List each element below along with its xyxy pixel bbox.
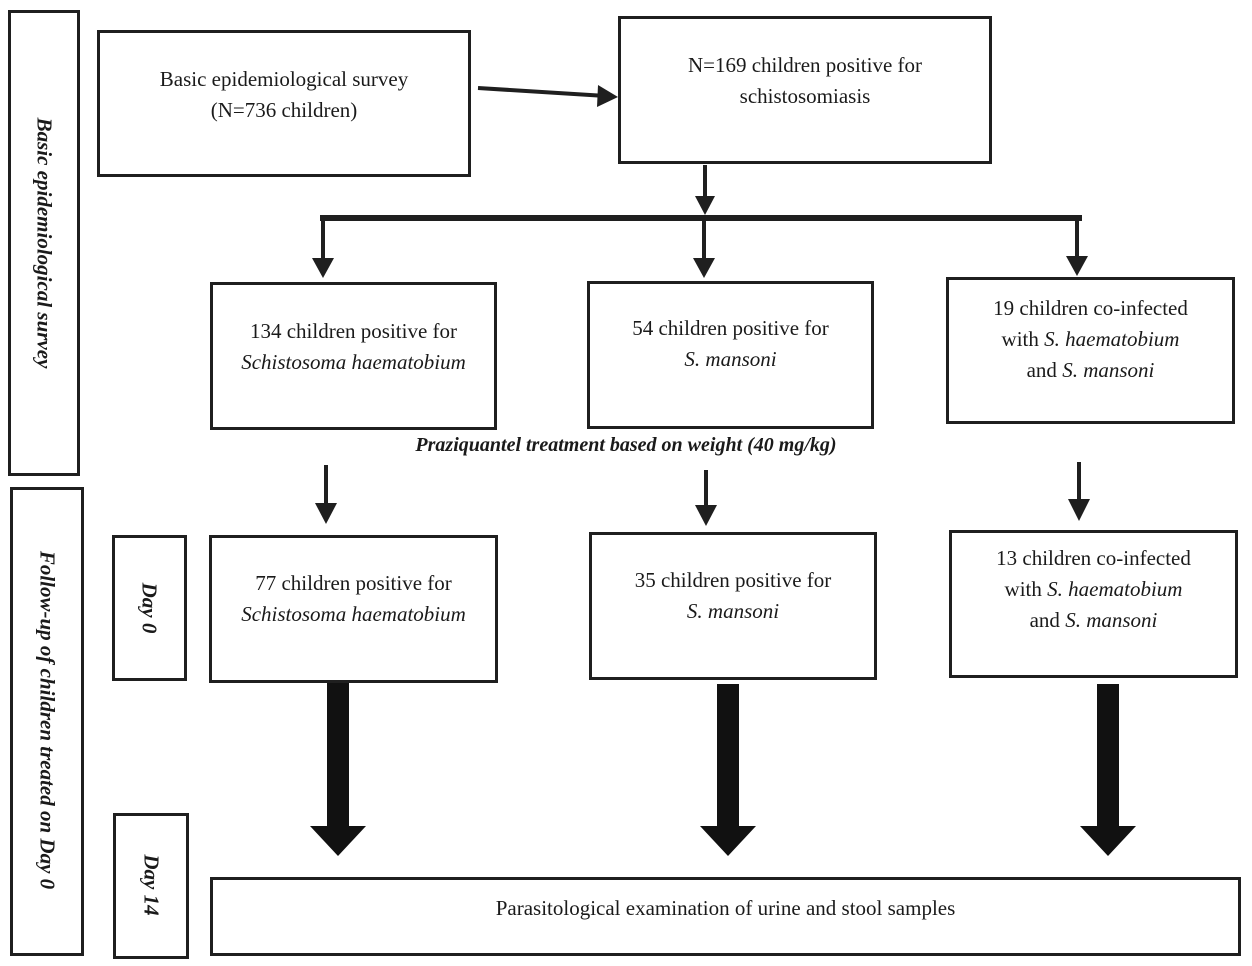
survey-line1: Basic epidemiological survey	[159, 67, 409, 91]
survey-box	[97, 30, 471, 177]
day0-coinfected-line2-pre: with	[1004, 577, 1048, 601]
sidebar-followup-box	[10, 487, 84, 956]
day0-mansoni-box	[589, 532, 877, 680]
baseline-mansoni-text: 54 children positive for S. mansoni	[587, 313, 874, 375]
baseline-coinfected-line3-pre: and	[1026, 358, 1063, 382]
baseline-mansoni-line2: S. mansoni	[684, 347, 777, 371]
day0-haematobium-text: 77 children positive for Schistosoma hae…	[209, 568, 498, 630]
survey-line2: (N=736 children)	[210, 98, 358, 122]
block-arrow-right-shaft	[1097, 684, 1119, 828]
day14-label: Day 14	[139, 854, 164, 916]
baseline-coinfected-line2-pre: with	[1001, 327, 1045, 351]
baseline-haematobium-line2: Schistosoma haematobium	[241, 350, 466, 374]
examination-box	[210, 877, 1241, 956]
day0-coinfected-line3-species: S. mansoni	[1065, 608, 1158, 632]
baseline-mansoni-line1: 54 children positive for	[632, 316, 829, 340]
positive-box	[618, 16, 992, 164]
positive-line2: schistosomiasis	[739, 84, 871, 108]
baseline-mansoni-box	[587, 281, 874, 429]
examination-text: Parasitological examination of urine and…	[495, 896, 956, 920]
day0-haematobium-box	[209, 535, 498, 683]
day0-coinfected-box	[949, 530, 1238, 678]
branch-arrowhead-left	[312, 258, 334, 278]
branch-arrowhead-right	[1066, 256, 1088, 276]
baseline-coinfected-box	[946, 277, 1235, 424]
arrowhead-survey-to-positive	[597, 85, 618, 107]
baseline-haematobium-box	[210, 282, 497, 430]
baseline-coinfected-text: 19 children co-infected with S. haematob…	[946, 293, 1235, 386]
day0-coinfected-text: 13 children co-infected with S. haematob…	[949, 543, 1238, 636]
sidebar-survey-label: Basic epidemiological survey	[32, 117, 57, 369]
block-arrow-left-shaft	[327, 683, 349, 828]
sidebar-survey-box	[8, 10, 80, 476]
survey-text: Basic epidemiological survey (N=736 chil…	[97, 64, 471, 126]
day0-mansoni-line1: 35 children positive for	[634, 568, 832, 592]
sidebar-followup-label: Follow-up of children treated on Day 0	[35, 550, 60, 890]
day0-coinfected-line1: 13 children co-infected	[996, 546, 1191, 570]
baseline-coinfected-line2: with S. haematobium	[946, 324, 1235, 355]
day0-coinfected-line3: and S. mansoni	[949, 605, 1238, 636]
day14-box	[113, 813, 189, 959]
day0-haematobium-line2: Schistosoma haematobium	[241, 602, 466, 626]
block-arrow-middle-head	[700, 826, 756, 856]
block-arrow-right-head	[1080, 826, 1136, 856]
day0-coinfected-line2: with S. haematobium	[949, 574, 1238, 605]
arrow-survey-to-positive	[477, 86, 607, 98]
arrowhead-positive-down	[695, 196, 715, 215]
block-arrow-left-head	[310, 826, 366, 856]
day0-mansoni-text: 35 children positive for S. mansoni	[589, 565, 877, 627]
block-arrow-middle-shaft	[717, 684, 739, 828]
treat-arrowhead-left	[315, 503, 337, 524]
treat-arrowhead-middle	[695, 505, 717, 526]
treatment-label: Praziquantel treatment based on weight (…	[415, 434, 837, 456]
day0-haematobium-line1: 77 children positive for	[255, 571, 452, 595]
baseline-coinfected-line2-species: S. haematobium	[1044, 327, 1180, 351]
positive-text: N=169 children positive for schistosomia…	[618, 50, 992, 112]
day0-coinfected-line3-pre: and	[1029, 608, 1066, 632]
treat-arrowhead-right	[1068, 499, 1090, 521]
baseline-coinfected-line3-species: S. mansoni	[1062, 358, 1155, 382]
positive-line1: N=169 children positive for	[687, 53, 923, 77]
baseline-coinfected-line3: and S. mansoni	[946, 355, 1235, 386]
day0-box	[112, 535, 187, 681]
baseline-haematobium-line1: 134 children positive for	[249, 319, 458, 343]
day0-label: Day 0	[137, 582, 162, 634]
day0-coinfected-line2-species: S. haematobium	[1047, 577, 1183, 601]
day0-mansoni-line2: S. mansoni	[686, 599, 780, 623]
baseline-haematobium-text: 134 children positive for Schistosoma ha…	[210, 316, 497, 378]
branch-arrowhead-middle	[693, 258, 715, 278]
baseline-coinfected-line1: 19 children co-infected	[993, 296, 1188, 320]
